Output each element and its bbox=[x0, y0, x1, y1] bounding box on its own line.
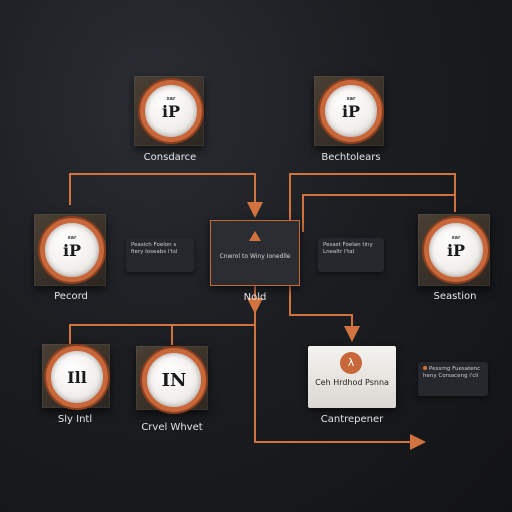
warning-icon bbox=[249, 231, 261, 241]
dial-caption: xar bbox=[451, 234, 461, 241]
dial-caption: xar bbox=[67, 234, 77, 241]
dial-icon: xar iP bbox=[140, 80, 202, 142]
card-text: Pessrng Fuesatenc heny Corsaceng i'cli bbox=[423, 366, 481, 379]
dial-text: iP bbox=[161, 101, 181, 121]
node-label: Pecord bbox=[54, 291, 88, 302]
dial-icon: xar iP bbox=[320, 80, 382, 142]
node-label: Consdarce bbox=[143, 152, 197, 163]
dial-caption: xar bbox=[166, 96, 176, 103]
hub-box[interactable]: Cnwrol to Winy Ionedlle bbox=[210, 220, 300, 286]
dial-caption: xar bbox=[346, 96, 356, 103]
hub-text: Cnwrol to Winy Ionedlle bbox=[219, 253, 291, 260]
node-label: Seastion bbox=[433, 291, 477, 302]
card-text: Pesast Foelan tiny Lnealtr I'tal bbox=[323, 242, 373, 255]
dial-text: iP bbox=[62, 240, 82, 260]
dial-text: Ill bbox=[67, 367, 87, 387]
bullet-icon bbox=[423, 366, 427, 370]
node-label: Bechtolears bbox=[321, 152, 381, 163]
dial-icon: xar iP bbox=[40, 218, 104, 282]
dial-text: iP bbox=[446, 240, 466, 260]
component-box[interactable]: λ Ceh Hrdhod Psnna bbox=[308, 346, 396, 408]
component-label: Cantrepener bbox=[320, 414, 384, 425]
lambda-icon: λ bbox=[340, 352, 362, 374]
info-card-bottom: Pessrng Fuesatenc heny Corsaceng i'cli bbox=[418, 362, 488, 396]
info-card-left: Peasich Foelon s fiery Ioseabs i'tsl bbox=[126, 238, 194, 272]
node-label: Sly Intl bbox=[57, 414, 93, 425]
dial-text: iP bbox=[341, 101, 361, 121]
component-text: Ceh Hrdhod Psnna bbox=[315, 378, 389, 387]
dial-text: IN bbox=[161, 369, 187, 391]
dial-icon: xar iP bbox=[424, 218, 488, 282]
dial-icon: Ill bbox=[46, 346, 108, 408]
hub-label: Nold bbox=[243, 292, 267, 303]
node-label: Crvel Whvet bbox=[141, 422, 203, 433]
card-text: Peasich Foelon s fiery Ioseabs i'tsl bbox=[131, 242, 178, 255]
dial-icon: IN bbox=[142, 348, 206, 412]
info-card-right: Pesast Foelan tiny Lnealtr I'tal bbox=[318, 238, 384, 272]
